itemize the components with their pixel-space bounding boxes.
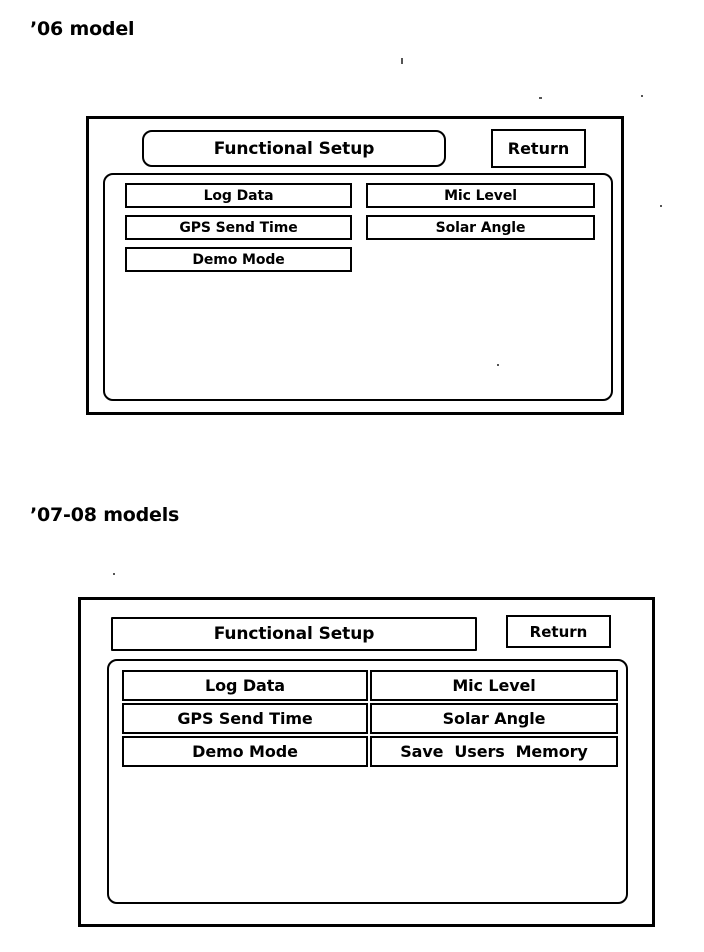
menu-button-gps-send-time-0708[interactable]: GPS Send Time <box>122 703 368 734</box>
scan-speck <box>401 58 403 64</box>
scan-speck <box>660 205 662 207</box>
menu-button-demo-mode-06[interactable]: Demo Mode <box>125 247 352 272</box>
menu-button-demo-mode-0708[interactable]: Demo Mode <box>122 736 368 767</box>
return-button-0708[interactable]: Return <box>506 615 611 648</box>
menu-button-mic-level-06[interactable]: Mic Level <box>366 183 595 208</box>
menu-button-log-data-0708[interactable]: Log Data <box>122 670 368 701</box>
content-panel-0708: Log Data GPS Send Time Demo Mode Mic Lev… <box>107 659 628 904</box>
title-button-functional-setup-0708[interactable]: Functional Setup <box>111 617 477 651</box>
section-heading-0708-models: ’07-08 models <box>30 504 180 526</box>
content-panel-06: Log Data GPS Send Time Demo Mode Mic Lev… <box>103 173 613 401</box>
device-screen-frame-0708: Functional Setup Return Log Data GPS Sen… <box>78 597 655 927</box>
scan-speck <box>641 95 643 97</box>
menu-button-save-users-memory-0708[interactable]: Save Users Memory <box>370 736 618 767</box>
menu-button-log-data-06[interactable]: Log Data <box>125 183 352 208</box>
section-heading-06-model: ’06 model <box>30 18 135 40</box>
menu-button-solar-angle-0708[interactable]: Solar Angle <box>370 703 618 734</box>
scan-speck <box>497 364 499 366</box>
menu-button-gps-send-time-06[interactable]: GPS Send Time <box>125 215 352 240</box>
return-button-06[interactable]: Return <box>491 129 586 168</box>
scan-speck <box>539 97 542 99</box>
title-button-functional-setup-06[interactable]: Functional Setup <box>142 130 446 167</box>
menu-button-mic-level-0708[interactable]: Mic Level <box>370 670 618 701</box>
device-screen-frame-06: Functional Setup Return Log Data GPS Sen… <box>86 116 624 415</box>
menu-button-solar-angle-06[interactable]: Solar Angle <box>366 215 595 240</box>
scan-speck <box>113 573 115 575</box>
